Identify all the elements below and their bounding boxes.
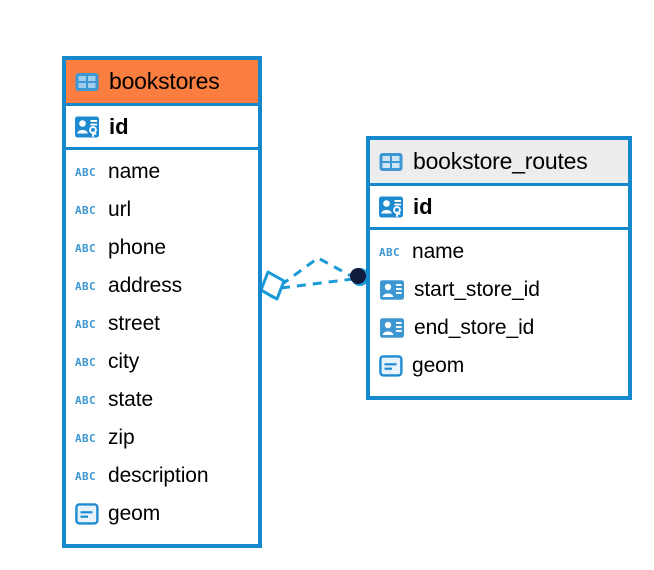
text-type-icon: ABC (75, 355, 99, 369)
entity-title-bookstores: bookstores (109, 68, 220, 94)
svg-text:ABC: ABC (75, 280, 96, 293)
svg-text:ABC: ABC (75, 242, 96, 255)
field-label: name (108, 160, 161, 183)
relationship-line-upper (280, 256, 354, 287)
field-label: geom (412, 354, 465, 377)
primary-key-icon (74, 115, 100, 139)
primary-key-label-bookstores: id (109, 113, 129, 139)
field-label: address (108, 274, 183, 297)
field-list-bookstores: ABC name ABC url ABC phone ABC ad (66, 150, 258, 533)
primary-key-icon (378, 195, 404, 219)
primary-key-label-bookstore-routes: id (413, 193, 433, 219)
svg-text:ABC: ABC (75, 204, 96, 217)
field-label: geom (108, 502, 161, 525)
foreign-key-icon (379, 279, 405, 301)
table-icon (378, 149, 404, 175)
field-row-street[interactable]: ABC street (66, 305, 258, 343)
relationship-line-lower (280, 277, 354, 290)
entity-title-bookstore-routes: bookstore_routes (413, 148, 588, 174)
field-row-name[interactable]: ABC name (370, 233, 628, 271)
field-row-zip[interactable]: ABC zip (66, 419, 258, 457)
foreign-key-icon (379, 317, 405, 339)
svg-text:ABC: ABC (75, 356, 96, 369)
field-row-start-store-id[interactable]: start_store_id (370, 271, 628, 309)
field-row-name[interactable]: ABC name (66, 153, 258, 191)
text-type-icon: ABC (75, 203, 99, 217)
field-label: city (108, 350, 140, 373)
field-row-phone[interactable]: ABC phone (66, 229, 258, 267)
table-icon (74, 69, 100, 95)
text-type-icon: ABC (75, 241, 99, 255)
geometry-type-icon (379, 355, 403, 377)
field-row-city[interactable]: ABC city (66, 343, 258, 381)
field-label: url (108, 198, 132, 221)
diamond-marker (259, 270, 286, 301)
svg-text:ABC: ABC (75, 166, 96, 179)
text-type-icon: ABC (75, 165, 99, 179)
svg-text:ABC: ABC (75, 318, 96, 331)
field-row-geom[interactable]: geom (370, 347, 628, 385)
field-label: zip (108, 426, 135, 449)
field-label: end_store_id (414, 316, 535, 339)
field-label: state (108, 388, 154, 411)
field-label: phone (108, 236, 166, 259)
field-label: name (412, 240, 465, 263)
text-type-icon: ABC (75, 393, 99, 407)
text-type-icon: ABC (75, 317, 99, 331)
svg-text:ABC: ABC (75, 432, 96, 445)
text-type-icon: ABC (75, 431, 99, 445)
geometry-type-icon (75, 503, 99, 525)
text-type-icon: ABC (379, 245, 403, 259)
field-list-bookstore-routes: ABC name start_store_id (370, 230, 628, 385)
field-row-state[interactable]: ABC state (66, 381, 258, 419)
field-row-url[interactable]: ABC url (66, 191, 258, 229)
field-label: street (108, 312, 160, 335)
text-type-icon: ABC (75, 279, 99, 293)
field-row-description[interactable]: ABC description (66, 457, 258, 495)
field-label: description (108, 464, 209, 487)
field-row-address[interactable]: ABC address (66, 267, 258, 305)
text-type-icon: ABC (75, 469, 99, 483)
entity-table-bookstores[interactable]: bookstores id ABC (62, 56, 262, 548)
field-label: start_store_id (414, 278, 540, 301)
svg-text:ABC: ABC (75, 470, 96, 483)
entity-header-bookstore-routes[interactable]: bookstore_routes (370, 140, 628, 186)
entity-header-bookstores[interactable]: bookstores (66, 60, 258, 106)
entity-table-bookstore-routes[interactable]: bookstore_routes id ABC (366, 136, 632, 400)
field-row-geom[interactable]: geom (66, 495, 258, 533)
svg-text:ABC: ABC (75, 394, 96, 407)
svg-text:ABC: ABC (379, 246, 400, 259)
primary-key-row-bookstores[interactable]: id (66, 106, 258, 150)
field-row-end-store-id[interactable]: end_store_id (370, 309, 628, 347)
primary-key-row-bookstore-routes[interactable]: id (370, 186, 628, 230)
